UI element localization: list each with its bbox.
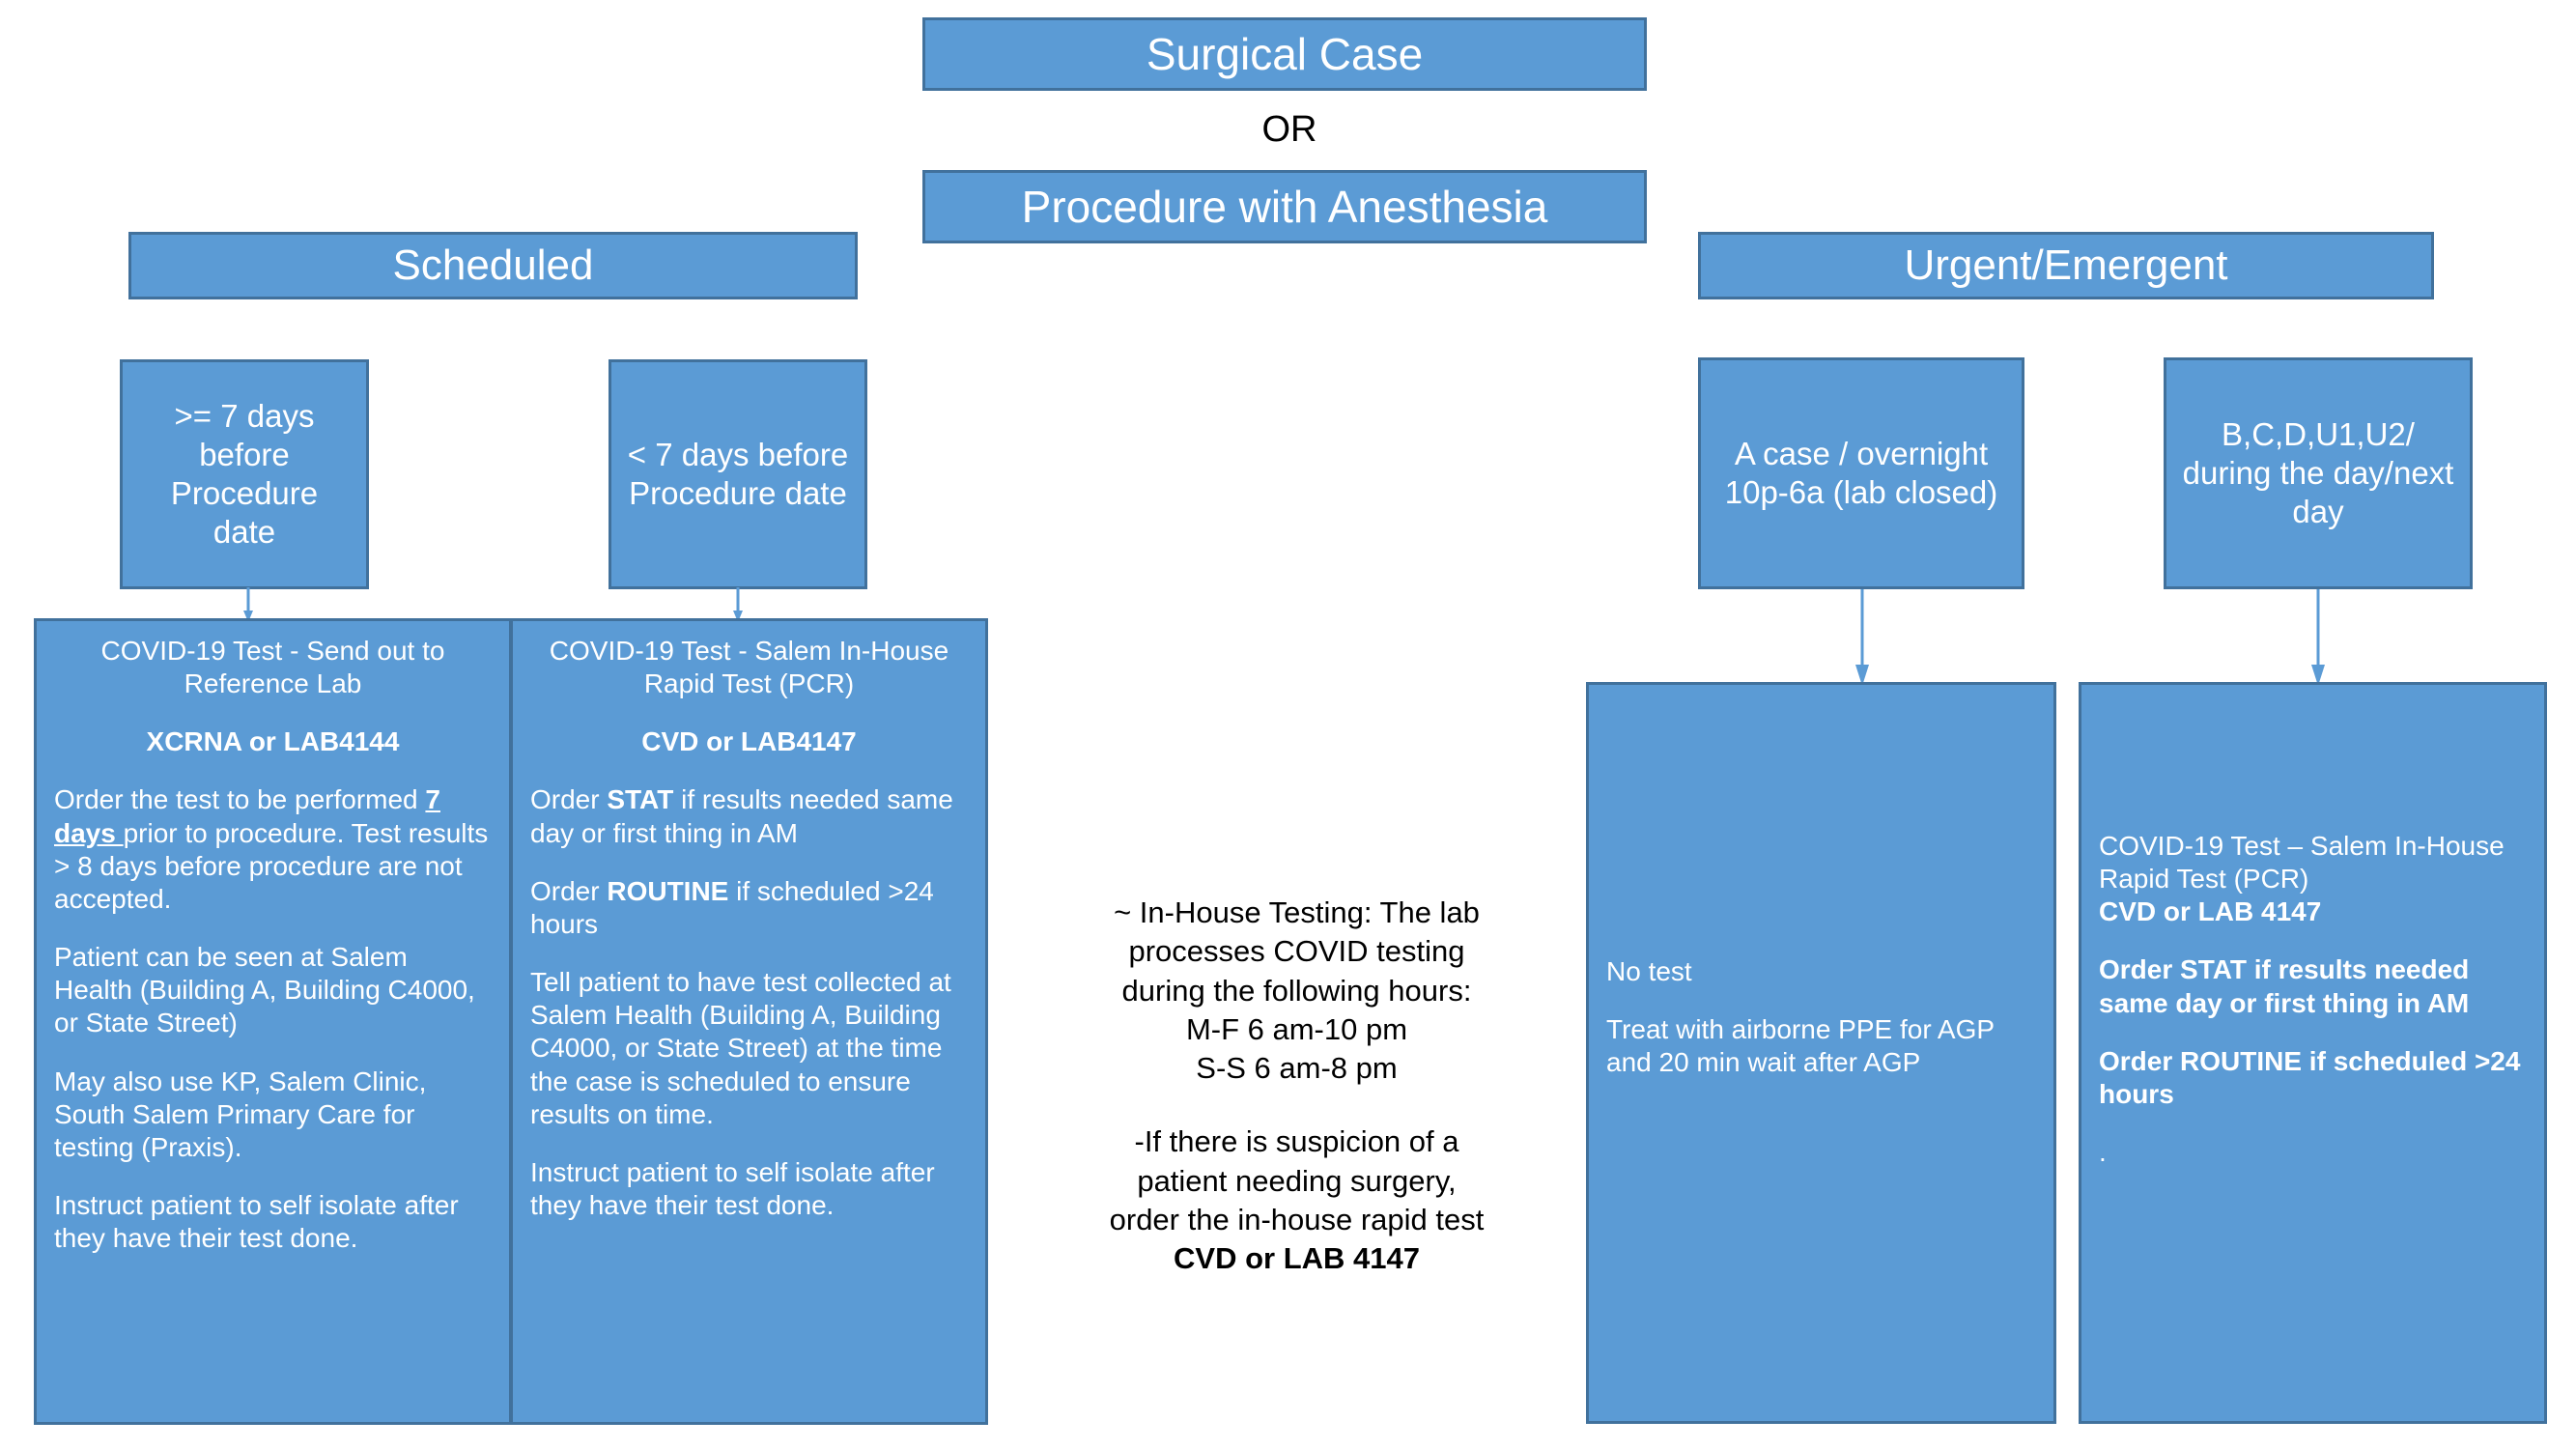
urgent-inhouse-code: CVD or LAB 4147: [2099, 896, 2322, 927]
note-line-2: processes COVID testing: [1128, 934, 1465, 969]
sendout-paragraph-4: Instruct patient to self isolate after t…: [54, 1190, 459, 1254]
note-line-6: -If there is suspicion of a: [1134, 1124, 1459, 1159]
no-test-label: No test: [1606, 956, 1692, 986]
arrow-lt7-to-inhouse: [732, 587, 744, 622]
urgent-inhouse-stat: Order STAT if results needed same day or…: [2099, 954, 2470, 1018]
urgent-inhouse-period: .: [2099, 1137, 2107, 1168]
urgent-inhouse-routine: Order ROUTINE if scheduled >24 hours: [2099, 1045, 2521, 1109]
arrow-acase-to-notest: [1855, 589, 1869, 686]
node-sendout-reference-lab: COVID-19 Test - Send out to Reference La…: [34, 618, 512, 1425]
sendout-code: XCRNA or LAB4144: [146, 726, 400, 757]
node-condition-ge-7-days: >= 7 days before Procedure date: [120, 359, 369, 589]
arrow-ge7-to-sendout: [242, 587, 254, 622]
sendout-paragraph-3: May also use KP, Salem Clinic, South Sal…: [54, 1065, 427, 1162]
center-note-block: ~ In-House Testing: The lab processes CO…: [1033, 894, 1560, 1279]
note-line-8: order the in-house rapid test: [1109, 1203, 1485, 1237]
note-line-9: CVD or LAB 4147: [1174, 1241, 1420, 1276]
sendout-paragraph-1: Order the test to be performed 7 days pr…: [54, 784, 489, 914]
node-condition-bcd-u1-u2: B,C,D,U1,U2/ during the day/next day: [2164, 357, 2473, 589]
node-procedure-with-anesthesia: Procedure with Anesthesia: [922, 170, 1647, 243]
node-surgical-case-label: Surgical Case: [1146, 28, 1424, 79]
note-line-4: M-F 6 am-10 pm: [1185, 1011, 1408, 1046]
node-condition-a-case-overnight-label: A case / overnight 10p-6a (lab closed): [1724, 435, 1998, 510]
node-condition-a-case-overnight: A case / overnight 10p-6a (lab closed): [1698, 357, 2024, 589]
node-condition-ge-7-days-label: >= 7 days before Procedure date: [170, 397, 319, 551]
sendout-paragraph-2: Patient can be seen at Salem Health (Bui…: [54, 942, 475, 1038]
node-no-test: No test Treat with airborne PPE for AGP …: [1586, 682, 2056, 1424]
node-inhouse-rapid-test-urgent: COVID-19 Test – Salem In-House Rapid Tes…: [2079, 682, 2547, 1424]
urgent-inhouse-heading: COVID-19 Test – Salem In-House Rapid Tes…: [2099, 831, 2505, 895]
node-procedure-with-anesthesia-label: Procedure with Anesthesia: [1021, 181, 1548, 232]
node-urgent-emergent: Urgent/Emergent: [1698, 232, 2434, 299]
node-inhouse-rapid-test-scheduled: COVID-19 Test - Salem In-House Rapid Tes…: [510, 618, 988, 1425]
node-condition-lt-7-days-label: < 7 days before Procedure date: [627, 436, 849, 511]
note-line-7: patient needing surgery,: [1137, 1163, 1457, 1198]
node-scheduled-label: Scheduled: [392, 242, 594, 290]
note-line-3: during the following hours:: [1121, 973, 1472, 1008]
no-test-spacer: [1606, 698, 2036, 955]
inhouse-code: CVD or LAB4147: [641, 726, 857, 757]
inhouse-paragraph-collection: Tell patient to have test collected at S…: [530, 967, 951, 1129]
inhouse-paragraph-routine: Order ROUTINE if scheduled >24 hours: [530, 875, 934, 939]
or-connector-label: OR: [1261, 109, 1317, 150]
no-test-ppe-instruction: Treat with airborne PPE for AGP and 20 m…: [1606, 1014, 1995, 1078]
inhouse-paragraph-isolate: Instruct patient to self isolate after t…: [530, 1156, 935, 1221]
node-condition-bcd-u1-u2-label: B,C,D,U1,U2/ during the day/next day: [2182, 415, 2454, 530]
node-scheduled: Scheduled: [128, 232, 858, 299]
sendout-heading: COVID-19 Test - Send out to Reference La…: [100, 636, 445, 699]
node-condition-lt-7-days: < 7 days before Procedure date: [609, 359, 867, 589]
note-line-5: S-S 6 am-8 pm: [1196, 1051, 1398, 1086]
inhouse-heading: COVID-19 Test - Salem In-House Rapid Tes…: [549, 636, 949, 699]
node-surgical-case: Surgical Case: [922, 17, 1647, 91]
note-line-1: ~ In-House Testing: The lab: [1114, 895, 1480, 929]
arrow-bcd-to-inhouse: [2311, 589, 2325, 686]
node-urgent-emergent-label: Urgent/Emergent: [1904, 242, 2228, 290]
inhouse-paragraph-stat: Order STAT if results needed same day or…: [530, 784, 953, 848]
urgent-inhouse-spacer: [2099, 698, 2527, 830]
